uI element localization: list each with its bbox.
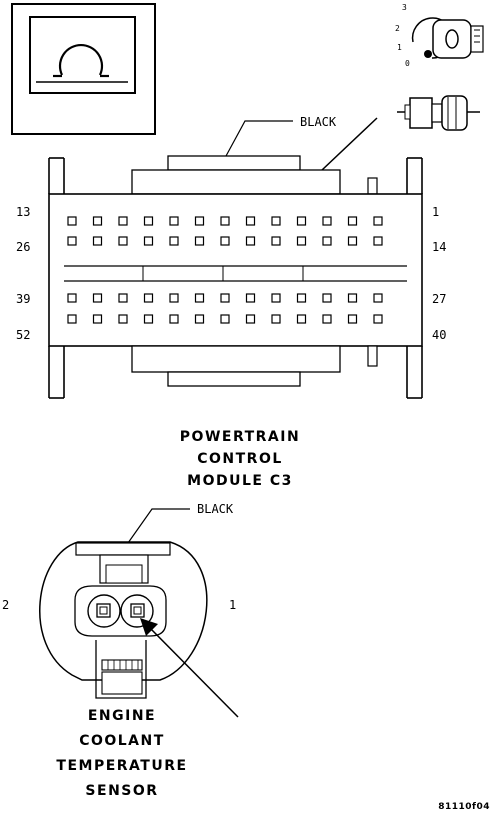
ect-sensor-connector	[39, 541, 208, 699]
pin-label-14: 14	[432, 240, 446, 254]
pcm-cavity	[67, 314, 77, 324]
pin-label-26: 26	[16, 240, 30, 254]
key-position-2: 2	[395, 24, 400, 33]
pcm-cavity	[347, 314, 358, 324]
pcm-cavity	[67, 216, 77, 226]
pcm-cavity	[169, 314, 179, 324]
pcm-cavity	[143, 314, 154, 324]
pcm-cavity	[271, 293, 281, 303]
pcm-cavity	[92, 314, 103, 324]
pcm-cavity	[92, 216, 103, 226]
pin-label-27: 27	[432, 292, 446, 306]
pin-label-13: 13	[16, 205, 30, 219]
pcm-cavity	[271, 216, 281, 226]
pcm-cavity	[322, 293, 332, 303]
sensor-color-label: BLACK	[197, 502, 234, 516]
pcm-cavity	[220, 216, 230, 226]
pcm-cavity	[220, 293, 230, 303]
ohm-meter-icon	[11, 3, 156, 135]
pcm-cavity	[347, 293, 358, 303]
pcm-cavity	[271, 314, 281, 324]
pin-label-1: 1	[432, 205, 439, 219]
sensor-title-line4: SENSOR	[85, 783, 158, 799]
connector-plug-icon	[397, 95, 480, 131]
pin-label-52: 52	[16, 328, 30, 342]
pin-label-40: 40	[432, 328, 446, 342]
pcm-cavity	[245, 216, 256, 226]
pcm-cavity	[92, 293, 103, 303]
pcm-cavity	[118, 293, 128, 303]
sensor-pin-2	[96, 603, 111, 618]
pin-label-39: 39	[16, 292, 30, 306]
pcm-cavity	[322, 216, 332, 226]
pcm-cavity	[92, 236, 103, 246]
pcm-title-line3: MODULE C3	[187, 473, 293, 489]
sensor-pin-label-2: 2	[2, 598, 9, 612]
pcm-cavity	[67, 293, 77, 303]
sensor-pin-arrow	[140, 618, 239, 718]
pcm-cavity	[118, 216, 128, 226]
sensor-pin-1	[130, 603, 145, 618]
sensor-title-line3: TEMPERATURE	[56, 758, 187, 774]
pcm-cavity	[347, 216, 358, 226]
pcm-cavity	[143, 216, 154, 226]
sensor-pin-label-1: 1	[229, 598, 236, 612]
pcm-cavity	[194, 236, 205, 246]
pcm-color-leader	[225, 120, 293, 157]
pcm-cavity	[271, 236, 281, 246]
pcm-cavity	[169, 236, 179, 246]
ignition-key-icon: 3 2 1 0	[395, 3, 484, 68]
pcm-cavity	[373, 236, 383, 246]
pcm-cavity	[322, 314, 332, 324]
pcm-cavity	[296, 236, 307, 246]
pcm-cavity	[220, 314, 230, 324]
pcm-cavity	[245, 293, 256, 303]
pcm-cavity	[245, 314, 256, 324]
sensor-color-leader	[127, 508, 190, 544]
key-position-1: 1	[397, 43, 402, 52]
key-position-0: 0	[405, 59, 410, 68]
pcm-cavity	[67, 236, 77, 246]
pcm-cavity	[169, 293, 179, 303]
figure-code: 81110f04	[438, 802, 490, 812]
pcm-cavity	[143, 293, 154, 303]
pcm-title-line1: POWERTRAIN	[180, 429, 300, 445]
pcm-cavity	[245, 236, 256, 246]
pcm-cavity	[296, 293, 307, 303]
pcm-cavity	[169, 216, 179, 226]
pcm-cavity	[373, 314, 383, 324]
pcm-cavity	[194, 314, 205, 324]
pcm-cavity	[296, 314, 307, 324]
sensor-title-line1: ENGINE	[88, 708, 156, 724]
pcm-cavity	[118, 236, 128, 246]
pcm-cavity	[143, 236, 154, 246]
pcm-cavity	[373, 216, 383, 226]
key-position-3: 3	[402, 3, 407, 12]
pcm-title-line2: CONTROL	[197, 451, 283, 467]
pcm-cavity	[347, 236, 358, 246]
pcm-pin-grid	[67, 216, 383, 324]
pcm-cavity	[322, 236, 332, 246]
pcm-cavity	[373, 293, 383, 303]
pcm-cavity	[194, 293, 205, 303]
pcm-cavity	[220, 236, 230, 246]
pcm-cavity	[194, 216, 205, 226]
sensor-title-line2: COOLANT	[79, 733, 165, 749]
pcm-cavity	[118, 314, 128, 324]
pcm-connector-c3	[48, 155, 423, 399]
pcm-cavity	[296, 216, 307, 226]
pcm-color-label: BLACK	[300, 115, 337, 129]
